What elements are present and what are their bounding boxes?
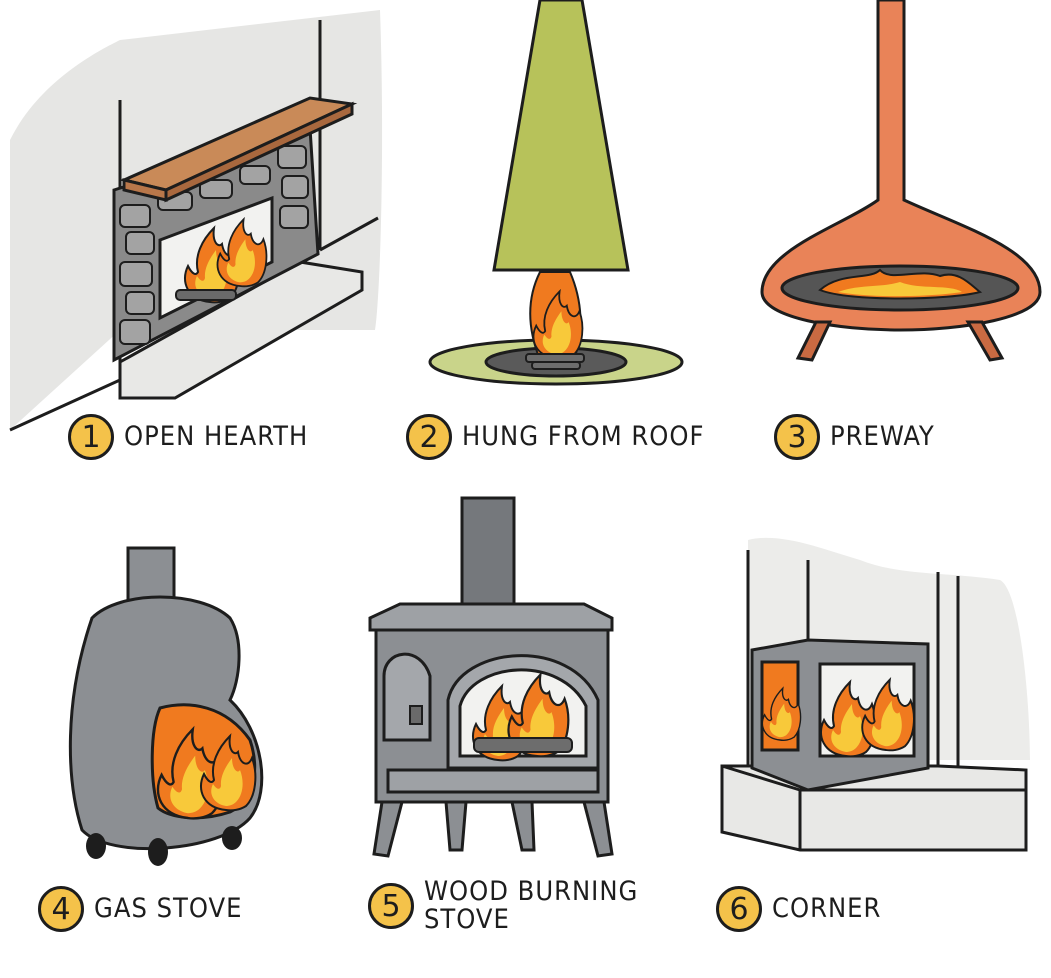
item-5-label: 5 WOOD BURNING STOVE: [368, 876, 639, 936]
caption-corner: CORNER: [772, 892, 882, 924]
caption-wood-burning-stove: WOOD BURNING STOVE: [424, 876, 639, 936]
item-4-label: 4 GAS STOVE: [38, 886, 242, 932]
preway-illustration: [760, 0, 1042, 362]
item-1-label: 1 OPEN HEARTH: [68, 414, 308, 460]
item-2-label: 2 HUNG FROM ROOF: [406, 414, 705, 460]
number-badge-1: 1: [68, 414, 114, 460]
number-badge-2: 2: [406, 414, 452, 460]
number-badge-5: 5: [368, 883, 414, 930]
number-badge-6: 6: [716, 886, 762, 932]
corner-fireplace-illustration: [720, 537, 1030, 852]
gas-stove-illustration: [68, 546, 264, 866]
wood-burning-stove-illustration: [368, 496, 614, 858]
number-badge-4: 4: [38, 886, 84, 932]
caption-hung-from-roof: HUNG FROM ROOF: [462, 420, 705, 452]
number-badge-3: 3: [774, 414, 820, 460]
caption-preway: PREWAY: [830, 420, 935, 452]
item-3-label: 3 PREWAY: [774, 414, 935, 460]
open-hearth-illustration: [9, 10, 383, 432]
item-6-label: 6 CORNER: [716, 886, 881, 932]
caption-gas-stove: GAS STOVE: [94, 892, 243, 924]
hung-from-roof-illustration: [428, 0, 684, 386]
caption-open-hearth: OPEN HEARTH: [124, 420, 309, 452]
